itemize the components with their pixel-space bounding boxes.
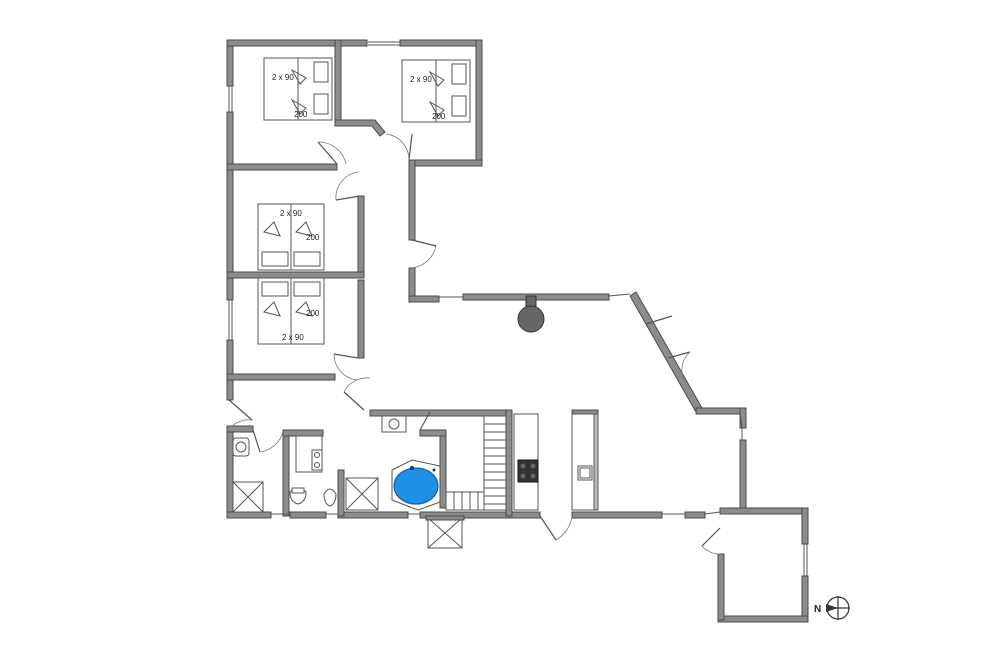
bed-size-label: 2 x 90 <box>280 209 302 218</box>
wood-stove <box>517 295 545 333</box>
spa-area <box>391 415 507 549</box>
walls <box>226 39 809 623</box>
bedroom-2: 2 x 90 200 <box>401 59 471 123</box>
kitchen-sink <box>577 465 593 481</box>
bed-length-label: 200 <box>432 112 446 121</box>
whirlpool-tub <box>393 467 439 505</box>
bed-size-label: 2 x 90 <box>272 73 294 82</box>
compass-north-label: N <box>814 604 821 615</box>
kitchen <box>513 413 599 511</box>
bed-size-label: 2 x 90 <box>410 75 432 84</box>
bedroom-4: 200 2 x 90 <box>257 277 325 345</box>
sink <box>232 437 250 457</box>
bedroom-3: 2 x 90 200 <box>257 203 325 271</box>
compass: N <box>814 596 850 620</box>
bathroom-west <box>232 437 307 513</box>
sink <box>381 415 407 433</box>
bed-length-label: 200 <box>294 110 308 119</box>
sauna-slats <box>484 423 506 505</box>
bathroom-middle <box>295 415 407 511</box>
sauna-bench <box>445 491 487 511</box>
stove <box>517 459 539 483</box>
windows <box>228 41 808 576</box>
bedroom-1: 2 x 90 200 <box>263 57 333 121</box>
bed-length-label: 200 <box>306 233 320 242</box>
kitchen-counter-2 <box>571 413 595 511</box>
toilet <box>323 488 337 507</box>
bed-size-label: 2 x 90 <box>282 333 304 342</box>
bed-length-label: 200 <box>306 309 320 318</box>
doors <box>228 133 743 555</box>
